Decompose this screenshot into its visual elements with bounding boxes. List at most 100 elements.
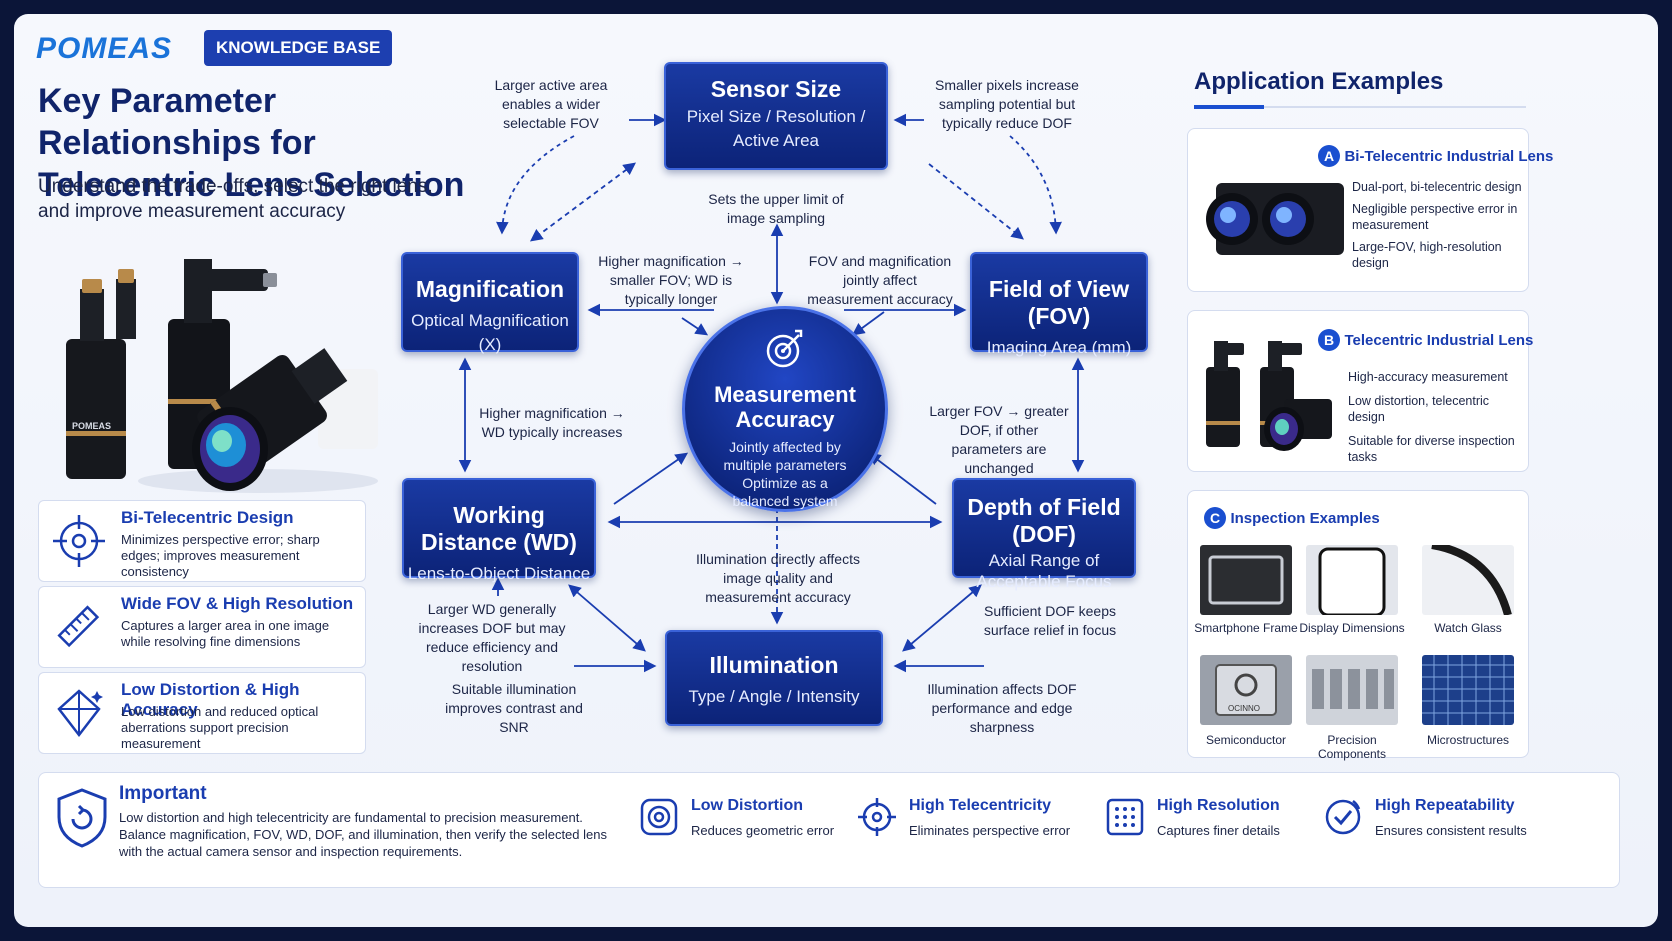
feature-desc: Captures a larger area in one image whil… [121, 618, 330, 649]
panel-title: Inspection Examples [1230, 510, 1380, 527]
key-point-high-telecentricity: High Telecentricity Eliminates perspecti… [857, 797, 1087, 857]
shield-icon [57, 788, 107, 848]
knowledge-base-badge: KNOWLEDGE BASE [204, 30, 393, 66]
key-point-high-resolution: High Resolution Captures finer details [1105, 797, 1305, 857]
key-point-high-repeatability: High Repeatability Ensures consistent re… [1323, 797, 1543, 857]
note-illumination-to-accuracy: Illumination directly affects image qual… [696, 551, 860, 605]
inspection-label: Smartphone Frame [1194, 621, 1298, 635]
relationship-arrows [458, 113, 1085, 673]
inspection-label: Microstructures [1426, 733, 1509, 747]
list-item: High-accuracy measurement [1348, 370, 1508, 384]
target-icon [766, 329, 803, 368]
hub-subtitle: Jointly affected by multiple parameters … [723, 439, 847, 509]
target-icon [640, 798, 678, 836]
feature-title: Wide FOV & High Resolution [121, 594, 354, 613]
key-point-title: High Telecentricity [909, 797, 1051, 814]
application-panel-c: C Inspection Examples Smartphone Frame D… [1187, 490, 1529, 761]
application-panel-a: A Bi-Telecentric Industrial Lens Dual-po… [1187, 128, 1553, 292]
note-fov-to-dof: Larger FOV → greater DOF, if other param… [929, 403, 1069, 476]
node-title: Depth of Field (DOF) [967, 494, 1121, 547]
panel-title: Bi-Telecentric Industrial Lens [1344, 148, 1554, 165]
node-subtitle: Lens-to-Object Distance [407, 564, 591, 583]
key-point-desc: Captures finer details [1157, 823, 1280, 838]
note-sensor-to-accuracy: Sets the upper limit of image sampling [708, 191, 844, 226]
diamond-icon [57, 689, 103, 738]
check-circle-icon [1325, 799, 1361, 835]
node-depth-of-field: Depth of Field (DOF) Axial Range of Acce… [952, 478, 1136, 591]
node-subtitle: Type / Angle / Intensity [688, 687, 860, 706]
note-magnification-to-wd: Higher magnification → WD typically incr… [479, 405, 625, 440]
infographic-frame: POMEAS KNOWLEDGE BASE Key Parameter Rela… [14, 14, 1658, 927]
list-item: Low distortion, telecentric design [1348, 394, 1490, 424]
key-point-low-distortion: Low Distortion Reduces geometric error [639, 797, 839, 857]
hub-title: Measurement Accuracy [714, 382, 856, 432]
node-illumination: Illumination Type / Angle / Intensity [665, 630, 883, 726]
lens-brand-label: POMEAS [72, 421, 111, 431]
crosshair-icon [53, 515, 105, 567]
inspection-label: Watch Glass [1434, 621, 1502, 635]
panel-badge: A [1318, 145, 1340, 167]
telecentric-lens-illustration: POMEAS [66, 259, 378, 493]
node-title: Sensor Size [710, 76, 842, 102]
node-title: Working Distance (WD) [421, 502, 577, 555]
note-illumination-contrast: Suitable illumination improves contrast … [445, 681, 583, 735]
panel-c-header: C Inspection Examples [1204, 507, 1380, 529]
panel-b-list: High-accuracy measurement Low distortion… [1348, 369, 1526, 465]
feature-card-bi-telecentric: Bi-Telecentric Design Minimizes perspect… [38, 500, 366, 582]
note-illumination-dof: Illumination affects DOF performance and… [927, 681, 1077, 735]
title-underline [1194, 106, 1526, 108]
feature-desc: Minimizes perspective error; sharp edges… [121, 532, 320, 579]
inspection-label: Semiconductor [1205, 733, 1287, 747]
bi-telecentric-lens-image [1206, 183, 1344, 255]
page-title: Key Parameter Relationships for Telecent… [38, 82, 465, 204]
crosshair-icon [858, 798, 896, 836]
ruler-icon [57, 605, 100, 648]
node-subtitle: Optical Magnification (X) [411, 311, 569, 354]
display-dimensions-thumb [1306, 545, 1398, 615]
microstructures-thumb [1422, 655, 1514, 725]
page-subtitle: Understand the trade-offs, select the ri… [38, 176, 433, 222]
node-title: Magnification [415, 276, 565, 302]
node-magnification: Magnification Optical Magnification (X) [401, 252, 579, 354]
feature-title: Low Distortion & High Accuracy [121, 680, 300, 719]
watch-glass-thumb [1422, 545, 1514, 615]
list-item: Negligible perspective error in measurem… [1352, 202, 1518, 232]
chip-marking-label: OCINNO [1228, 704, 1260, 713]
list-item: Suitable for diverse inspection tasks [1348, 434, 1515, 464]
note-magnification-to-fov: Higher magnification → smaller FOV; WD i… [598, 253, 744, 307]
node-subtitle: Pixel Size / Resolution / Active Area [686, 107, 866, 150]
note-sensor-to-magnification: Larger active area enables a wider selec… [494, 77, 608, 131]
key-point-desc: Reduces geometric error [691, 823, 835, 838]
note-wd-to-illumination: Larger WD generally increases DOF but ma… [418, 601, 566, 674]
panel-badge: B [1318, 329, 1340, 351]
important-bar: Important Low distortion and high telece… [38, 772, 1620, 888]
node-working-distance: Working Distance (WD) Lens-to-Object Dis… [402, 478, 596, 583]
application-panel-b: B Telecentric Industrial Lens High-accur… [1187, 310, 1533, 472]
feature-title: Bi-Telecentric Design [121, 508, 294, 527]
node-subtitle: Imaging Area (mm) [986, 338, 1132, 357]
node-title: Illumination [709, 652, 839, 678]
feature-card-low-distortion: Low Distortion & High Accuracy Low disto… [38, 672, 366, 754]
important-title: Important [119, 783, 207, 804]
semiconductor-thumb: OCINNO [1200, 655, 1292, 725]
panel-b-header: B Telecentric Industrial Lens [1318, 329, 1533, 351]
inspection-label: Precision Components [1317, 733, 1387, 761]
telecentric-lens-image [1206, 341, 1332, 451]
panel-badge: C [1204, 507, 1226, 529]
important-text: Low distortion and high telecentricity a… [119, 810, 607, 859]
note-fov-to-accuracy: FOV and magnification jointly affect mea… [807, 253, 953, 307]
smartphone-frame-thumb [1200, 545, 1292, 615]
title-underline-accent [1194, 105, 1264, 109]
node-title: Field of View (FOV) [988, 276, 1130, 329]
grid-icon [1106, 798, 1144, 836]
note-sensor-to-fov: Smaller pixels increase sampling potenti… [935, 77, 1079, 131]
key-point-title: High Resolution [1157, 797, 1280, 814]
panel-a-header: A Bi-Telecentric Industrial Lens [1318, 145, 1553, 167]
list-item: Large-FOV, high-resolution design [1352, 240, 1502, 270]
inspection-label: Display Dimensions [1299, 621, 1405, 635]
key-point-title: Low Distortion [691, 797, 803, 814]
panel-a-list: Dual-port, bi-telecentric design Negligi… [1352, 179, 1522, 271]
precision-components-thumb [1306, 655, 1398, 725]
feature-desc: Low distortion and reduced optical aberr… [121, 704, 319, 751]
panel-title: Telecentric Industrial Lens [1344, 332, 1534, 349]
